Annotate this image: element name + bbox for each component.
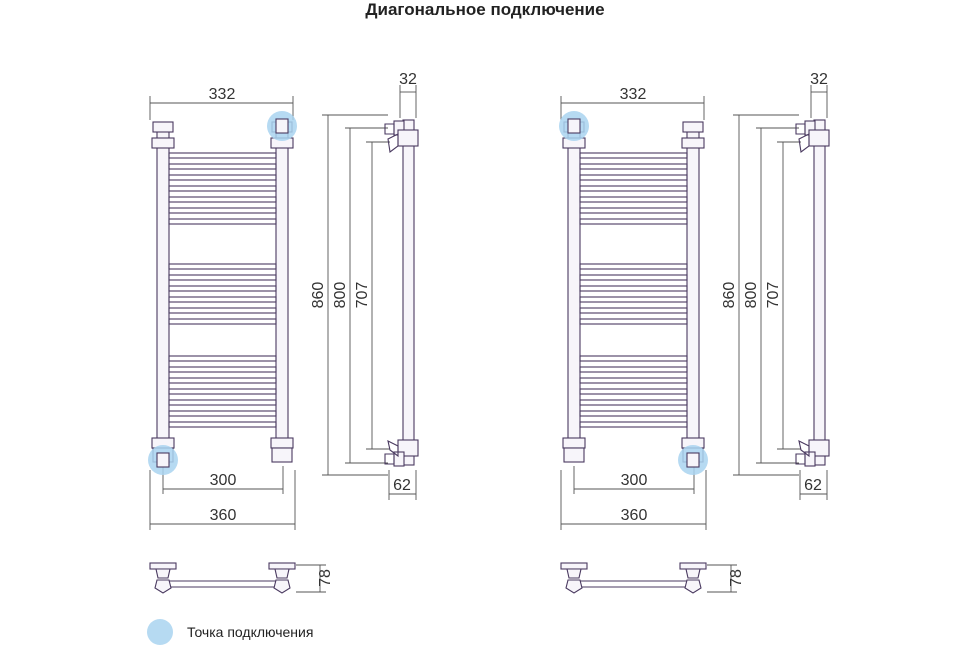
legend-label: Точка подключения	[187, 624, 313, 640]
dim-top-width: 332	[620, 86, 647, 103]
dim-axis-width: 300	[210, 472, 237, 489]
radiator-left: 332 300 360 860 800 707 32 62 78	[148, 71, 419, 594]
dim-mid-height: 800	[743, 282, 760, 309]
dim-bottom-depth: 78	[728, 569, 745, 587]
legend: Точка подключения	[147, 619, 313, 645]
dim-bottom-depth: 78	[317, 569, 334, 587]
dim-axis-height: 707	[354, 282, 371, 309]
dim-total-height: 860	[721, 282, 738, 309]
fitting-bottom-right	[686, 452, 700, 468]
dim-depth-bottom: 62	[393, 477, 411, 494]
dim-mid-height: 800	[332, 282, 349, 309]
radiator-left-drawing	[149, 84, 419, 594]
radiator-right-drawing	[560, 84, 830, 594]
fitting-top-right	[275, 118, 289, 134]
dim-axis-width: 300	[621, 472, 648, 489]
radiator-right: 332 300 360 860 800 707 32 62 78	[559, 71, 830, 594]
dim-depth-bottom: 62	[804, 477, 822, 494]
page-title: Диагональное подключение	[365, 0, 605, 19]
dim-top-width: 332	[209, 86, 236, 103]
fitting-bottom-left	[156, 452, 170, 468]
dim-depth-top: 32	[810, 71, 828, 88]
dim-depth-top: 32	[399, 71, 417, 88]
fitting-top-left	[567, 118, 581, 134]
dim-axis-height: 707	[765, 282, 782, 309]
legend-connection-point-icon	[147, 619, 173, 645]
dim-total-width: 360	[621, 507, 648, 524]
dim-total-height: 860	[310, 282, 327, 309]
dim-total-width: 360	[210, 507, 237, 524]
